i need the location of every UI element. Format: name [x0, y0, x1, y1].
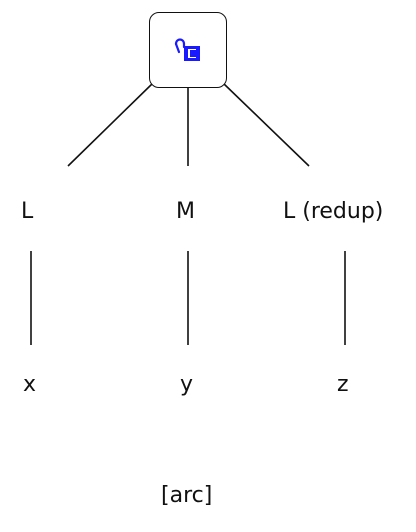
- leaf-label-x: x: [23, 372, 37, 397]
- node-label-l: L: [21, 199, 34, 224]
- node-label-lredup: L (redup): [283, 199, 384, 224]
- edge-root-lredup: [222, 82, 310, 167]
- node-label-m: M: [176, 199, 195, 224]
- leaf-label-z: z: [337, 372, 349, 397]
- root-node: [149, 12, 227, 88]
- leaf-label-y: y: [180, 372, 194, 397]
- edge-root-l: [67, 82, 154, 167]
- diagram-caption: [arc]: [161, 483, 213, 508]
- lock-box-icon: [174, 38, 200, 61]
